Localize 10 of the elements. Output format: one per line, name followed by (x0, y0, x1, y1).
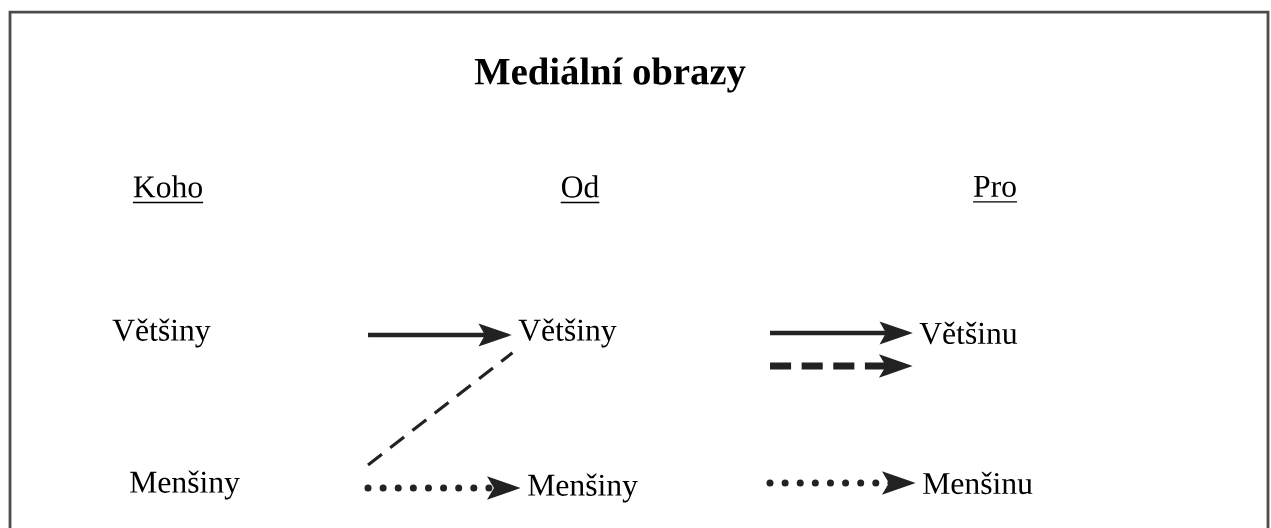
node-label: Většiny (518, 318, 617, 348)
node-label: Menšiny (528, 473, 638, 503)
column-heading: Pro (972, 175, 1018, 203)
column-heading: Od (560, 175, 601, 204)
node-label: Menšiny (130, 470, 240, 500)
node-label: Většiny (112, 318, 211, 348)
column-heading: Koho (132, 175, 204, 204)
title: Mediální obrazy (474, 57, 746, 93)
node-label: Většinu (919, 321, 1018, 345)
node-label: Menšinu (923, 471, 1033, 495)
